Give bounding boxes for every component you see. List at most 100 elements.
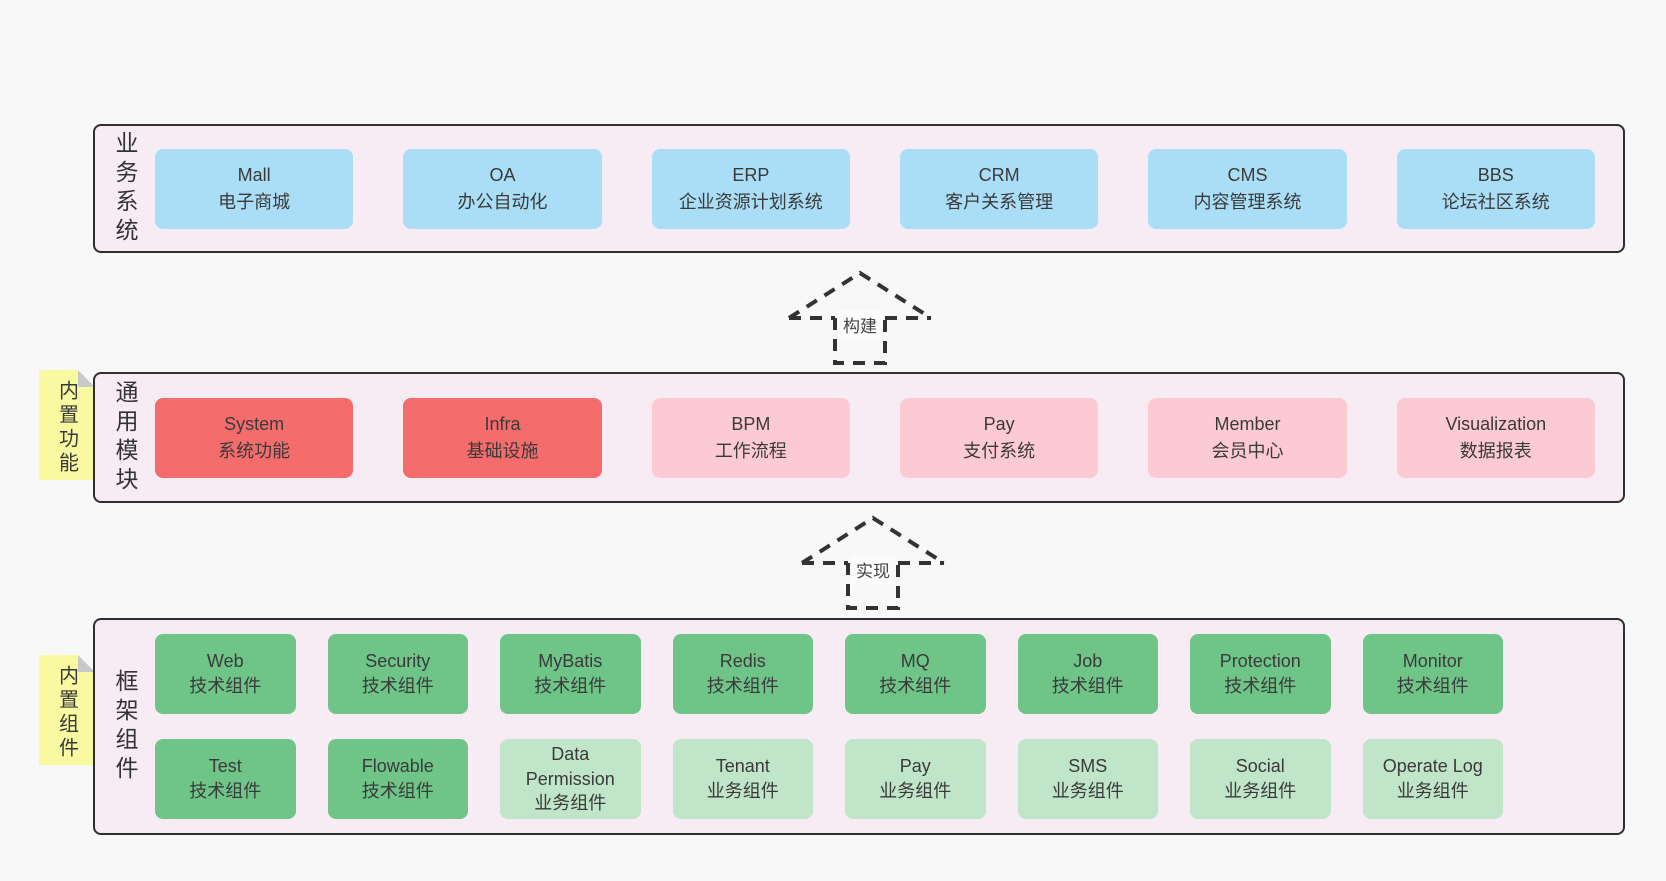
- tag-built-in-components: 内置组件: [39, 655, 95, 765]
- box-subtitle: 系统功能: [218, 440, 291, 461]
- panel-business-systems: 业务系统 Mall 电子商城 OA 办公自动化 ERP 企业资源计划系统 CRM 客户关系管理…: [93, 124, 1625, 253]
- box-title: Security: [365, 651, 431, 672]
- box-subtitle: 业务组件: [1396, 781, 1469, 801]
- box-member: Member 会员中心: [1148, 397, 1347, 478]
- box-title: ERP: [732, 165, 770, 186]
- box-tenant: Tenant 业务组件: [672, 739, 813, 819]
- box-title: Pay: [983, 414, 1015, 435]
- box-subtitle: 技术组件: [189, 781, 262, 801]
- box-subtitle: 技术组件: [534, 676, 607, 696]
- box-bpm: BPM 工作流程: [651, 397, 850, 478]
- box-title: System: [224, 414, 285, 435]
- box-title: Pay: [899, 756, 931, 777]
- panel-label-text: 框架组件: [112, 668, 138, 785]
- box-title: Flowable: [361, 756, 434, 777]
- box-flowable: Flowable 技术组件: [327, 739, 468, 819]
- box-subtitle: 电子商城: [218, 191, 291, 212]
- arrow-label: 实现: [851, 555, 895, 584]
- box-subtitle: 技术组件: [879, 676, 952, 696]
- box-title: Test: [208, 756, 242, 777]
- box-title: BPM: [731, 414, 771, 435]
- box-sms: SMS 业务组件: [1017, 739, 1158, 819]
- box-title: Monitor: [1402, 651, 1463, 672]
- box-security: Security 技术组件: [327, 634, 468, 714]
- panel-common-modules: 通用模块 System 系统功能 Infra 基础设施 BPM 工作流程 Pay 支付系统 Me…: [93, 372, 1625, 503]
- box-title: Infra: [484, 414, 521, 435]
- box-subtitle: 技术组件: [361, 676, 434, 696]
- box-operate-log: Operate Log 业务组件: [1362, 739, 1503, 819]
- box-subtitle: 业务组件: [706, 781, 779, 801]
- box-title: Tenant: [715, 756, 770, 777]
- tag-built-in-features: 内置功能: [39, 370, 95, 480]
- box-subtitle: 会员中心: [1211, 440, 1284, 461]
- box-title: CRM: [978, 165, 1020, 186]
- box-pay: Pay 支付系统: [899, 397, 1099, 478]
- box-job: Job 技术组件: [1017, 634, 1158, 714]
- box-subtitle: 技术组件: [189, 676, 262, 696]
- box-title: SMS: [1068, 756, 1108, 777]
- box-title: Member: [1214, 414, 1281, 435]
- box-subtitle: 论坛社区系统: [1441, 191, 1550, 212]
- arrow-label: 构建: [838, 310, 882, 339]
- box-mybatis: MyBatis 技术组件: [500, 634, 641, 714]
- arrow-implement: 实现: [798, 513, 948, 613]
- arrow-build: 构建: [785, 268, 935, 368]
- box-subtitle: 办公自动化: [457, 191, 548, 212]
- box-erp: ERP 企业资源计划系统: [651, 148, 850, 229]
- box-social: Social 业务组件: [1190, 739, 1331, 819]
- box-monitor: Monitor 技术组件: [1362, 634, 1503, 714]
- box-title: OA: [489, 165, 516, 186]
- box-subtitle: 技术组件: [361, 781, 434, 801]
- box-test: Test 技术组件: [155, 739, 296, 819]
- box-title: Protection: [1219, 651, 1301, 672]
- panel-label: 通用模块: [95, 374, 155, 501]
- panel-label: 业务系统: [95, 126, 155, 251]
- box-cms: CMS 内容管理系统: [1148, 148, 1347, 229]
- box-title: Mall: [237, 165, 271, 186]
- panel-label-text: 通用模块: [112, 379, 138, 496]
- box-subtitle: 业务组件: [1224, 781, 1297, 801]
- box-subtitle: 数据报表: [1459, 440, 1532, 461]
- panel-label-text: 业务系统: [112, 130, 138, 247]
- box-title: Redis: [719, 651, 766, 672]
- box-subtitle: 技术组件: [1396, 676, 1469, 696]
- box-title: MyBatis: [538, 651, 603, 672]
- box-subtitle: 客户关系管理: [945, 191, 1054, 212]
- box-infra: Infra 基础设施: [403, 397, 602, 478]
- box-subtitle: 技术组件: [1051, 676, 1124, 696]
- box-subtitle: 业务组件: [534, 793, 607, 814]
- box-data-permission: Data Permission 业务组件: [500, 739, 641, 819]
- box-oa: OA 办公自动化: [403, 148, 602, 229]
- box-title: Job: [1073, 651, 1103, 672]
- box-row: Mall 电子商城 OA 办公自动化 ERP 企业资源计划系统 CRM 客户关系管理 CMS 内容…: [155, 148, 1595, 229]
- box-grid: Mall 电子商城 OA 办公自动化 ERP 企业资源计划系统 CRM 客户关系管理 CMS 内容…: [155, 126, 1623, 251]
- box-grid: System 系统功能 Infra 基础设施 BPM 工作流程 Pay 支付系统 Member 会…: [155, 374, 1623, 501]
- box-title: CMS: [1227, 165, 1268, 186]
- box-subtitle: 技术组件: [706, 676, 779, 696]
- panel-label: 框架组件: [95, 620, 155, 833]
- box-row: System 系统功能 Infra 基础设施 BPM 工作流程 Pay 支付系统 Member 会…: [155, 397, 1595, 478]
- box-subtitle: 支付系统: [963, 440, 1036, 461]
- box-subtitle: 基础设施: [466, 440, 539, 461]
- box-title: Social: [1235, 756, 1285, 777]
- box-crm: CRM 客户关系管理: [899, 148, 1099, 229]
- box-visualization: Visualization 数据报表: [1396, 397, 1595, 478]
- box-title: Data Permission: [525, 743, 615, 789]
- tag-label: 内置组件: [55, 665, 78, 761]
- box-subtitle: 业务组件: [1051, 781, 1124, 801]
- box-title: Visualization: [1445, 414, 1547, 435]
- box-subtitle: 内容管理系统: [1193, 191, 1302, 212]
- box-subtitle: 业务组件: [879, 781, 952, 801]
- box-title: Operate Log: [1382, 756, 1483, 777]
- box-pay: Pay 业务组件: [845, 739, 986, 819]
- box-subtitle: 工作流程: [714, 440, 787, 461]
- box-subtitle: 企业资源计划系统: [678, 191, 823, 212]
